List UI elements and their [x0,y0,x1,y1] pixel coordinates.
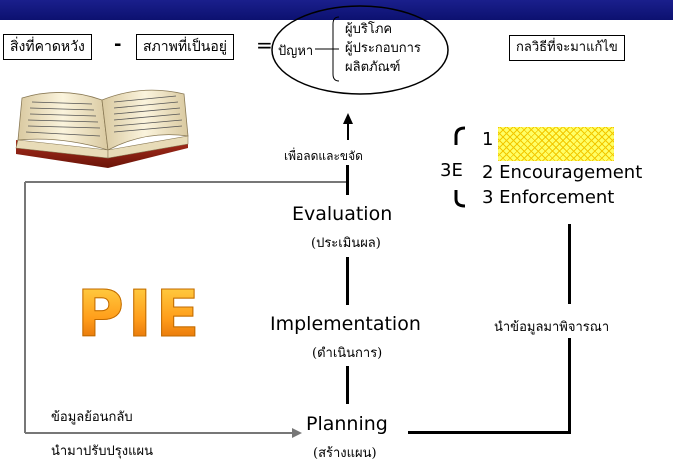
stage-evaluation-th: (ประเมินผล) [311,236,381,251]
bracket-top [454,126,466,145]
book-image [15,89,189,168]
three-e-item-1: 1 [482,129,494,150]
connector-to-planning [408,431,571,434]
three-e-item-2: 2 Encouragement [482,162,643,183]
strategy-label: กลวิธีที่จะมาแก้ไข [516,40,618,55]
minus-sign: - [114,34,122,55]
reduce-eliminate-label: เพื่อลดและขจัด [284,149,363,163]
stage-implementation: Implementation [270,313,421,335]
expected-state-box: สิ่งที่คาดหวัง [3,34,92,60]
consider-data-label: นำข้อมูลมาพิจารณา [494,320,610,335]
problem-item: ผลิตภัณฑ์ [345,60,401,75]
bracket-bottom [454,190,466,208]
highlight-hatch [498,127,614,161]
problem-label: ปัญหา [278,44,314,59]
feedback-line-2: นำมาปรับปรุงแผน [51,444,154,459]
three-e-item-3: 3 Enforcement [482,187,615,208]
connector-3e-down [568,224,571,304]
stage-planning: Planning [306,413,388,435]
connector-evaluation-top [346,165,349,195]
connector-eval-impl [346,257,349,305]
feedback-arrow-head [292,428,302,438]
current-state-box: สภาพที่เป็นอยู่ [136,34,234,60]
expected-state-label: สิ่งที่คาดหวัง [10,39,85,55]
header-bar [0,0,673,20]
connector-impl-plan [346,366,349,404]
pie-logo-text: PIE [76,278,204,353]
current-state-label: สภาพที่เป็นอยู่ [143,39,227,55]
three-e-label: 3E [440,160,463,181]
stage-evaluation: Evaluation [292,203,393,225]
up-arrow-head [343,113,353,124]
stage-implementation-th: (ดำเนินการ) [312,346,383,361]
problem-item: ผู้ประกอบการ [345,41,421,56]
problem-item: ผู้บริโภค [345,22,393,37]
equals-sign: = [256,33,273,57]
problem-items: ผู้บริโภค ผู้ประกอบการ ผลิตภัณฑ์ [345,20,421,77]
problem-ellipse [271,5,449,95]
connector-right-lower [568,338,571,434]
feedback-line-1: ข้อมูลย้อนกลับ [51,410,133,425]
stage-planning-th: (สร้างแผน) [313,446,377,461]
strategy-box: กลวิธีที่จะมาแก้ไข [509,35,625,61]
